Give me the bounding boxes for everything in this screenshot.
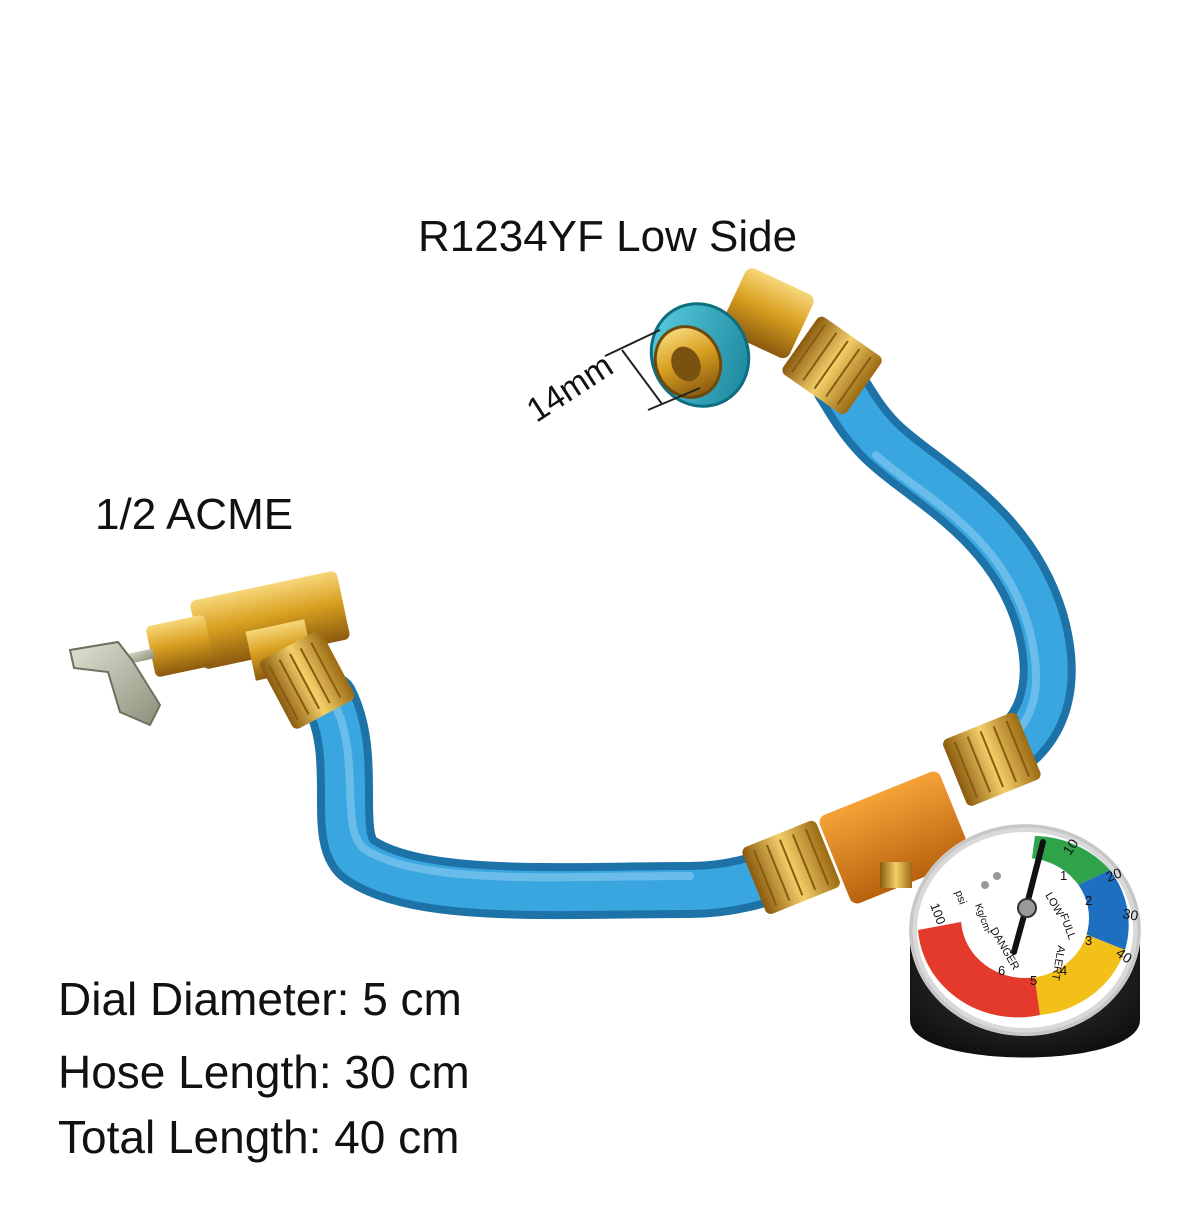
gauge-max-label: 100 bbox=[927, 901, 949, 927]
gauge-unit-psi: psi bbox=[952, 889, 968, 906]
low-side-coupler bbox=[649, 268, 814, 408]
spec-hose-length: Hose Length: 30 cm bbox=[58, 1046, 470, 1098]
ferrule-acme bbox=[260, 631, 355, 729]
low-side-label: R1234YF Low Side bbox=[418, 212, 798, 261]
gauge-kg-6: 6 bbox=[998, 963, 1005, 978]
gauge-kg-2: 2 bbox=[1085, 893, 1092, 908]
gauge-kg-4: 4 bbox=[1060, 963, 1067, 978]
spec-dial-diameter: Dial Diameter: 5 cm bbox=[58, 973, 462, 1025]
gauge-psi-30: 30 bbox=[1121, 905, 1139, 923]
spec-total-length: Total Length: 40 cm bbox=[58, 1111, 460, 1163]
pressure-gauge bbox=[909, 824, 1141, 1058]
acme-label: 1/2 ACME bbox=[95, 490, 294, 539]
gauge-kg-1: 1 bbox=[1060, 868, 1067, 883]
gauge-psi-20: 20 bbox=[1104, 864, 1124, 884]
dimension-lines bbox=[604, 329, 701, 411]
wing-handle bbox=[68, 640, 162, 727]
gauge-kg-5: 5 bbox=[1030, 973, 1037, 988]
gauge-kg-3: 3 bbox=[1085, 933, 1092, 948]
ferrule-coupler bbox=[782, 316, 882, 415]
